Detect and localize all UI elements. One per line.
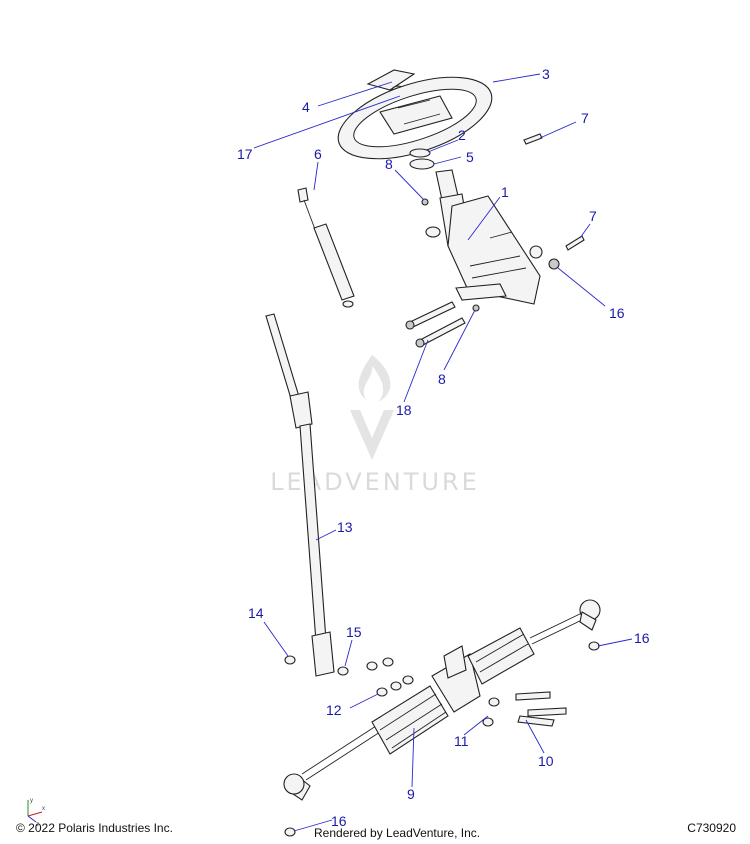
callout-16-upper: 16	[609, 305, 625, 321]
callout-13: 13	[337, 519, 353, 535]
bolt-7-lower-part	[565, 235, 585, 251]
copyright-text: © 2022 Polaris Industries Inc.	[16, 821, 173, 835]
axis-triad: y x z	[27, 798, 45, 828]
callout-3: 3	[542, 66, 550, 82]
callout-4: 4	[302, 99, 310, 115]
screw-8-lower-part	[472, 304, 480, 312]
callout-11: 11	[454, 733, 469, 749]
axis-x-label: x	[42, 806, 45, 812]
bolt-14-part	[284, 655, 296, 665]
steering-nut-washer-part	[409, 148, 435, 170]
callout-1: 1	[501, 184, 509, 200]
axis-z-label: z	[36, 822, 39, 828]
bolts-18-part	[405, 301, 466, 348]
callout-7-lower: 7	[589, 208, 597, 224]
callout-6: 6	[314, 146, 322, 162]
callout-8-upper: 8	[385, 156, 393, 172]
callout-18: 18	[396, 402, 412, 418]
nuts-12-part	[366, 657, 414, 697]
steering-wheel-part	[337, 76, 493, 160]
callout-12: 12	[326, 702, 342, 718]
intermediate-shaft-part	[265, 313, 335, 677]
diagram-code: C730920	[687, 821, 736, 835]
bolts-10-part	[515, 691, 567, 727]
callout-17: 17	[237, 146, 253, 162]
callout-16-right: 16	[634, 630, 650, 646]
rendered-by-text: Rendered by LeadVenture, Inc.	[314, 826, 481, 840]
callout-14: 14	[248, 605, 264, 621]
axis-y-label: y	[30, 798, 33, 804]
nut-16-upper-part	[548, 258, 560, 270]
callout-16-bottom: 16	[331, 813, 347, 829]
gas-strut-part	[297, 187, 355, 308]
nut-16-right-part	[588, 641, 600, 651]
callouts: 1 2 3 4 5 6 7 7 8 8 9 10 11 12 13 14 15 …	[237, 66, 650, 829]
callout-15: 15	[346, 624, 362, 640]
nut-16-bottom-part	[284, 827, 296, 837]
callout-2: 2	[458, 127, 466, 143]
callout-7-upper: 7	[581, 110, 589, 126]
watermark-text: LEADVENTURE	[270, 468, 480, 496]
nut-15-part	[337, 666, 349, 676]
nuts-11-part	[482, 697, 500, 727]
callout-8-lower: 8	[438, 371, 446, 387]
callout-9: 9	[407, 786, 415, 802]
callout-5: 5	[466, 149, 474, 165]
screw-8-upper-part	[421, 198, 429, 206]
leader-lines	[253, 73, 633, 832]
callout-10: 10	[538, 753, 554, 769]
steering-rack-part	[283, 599, 601, 801]
steering-column-bracket-part	[425, 169, 543, 305]
bolt-7-upper-part	[523, 133, 543, 145]
